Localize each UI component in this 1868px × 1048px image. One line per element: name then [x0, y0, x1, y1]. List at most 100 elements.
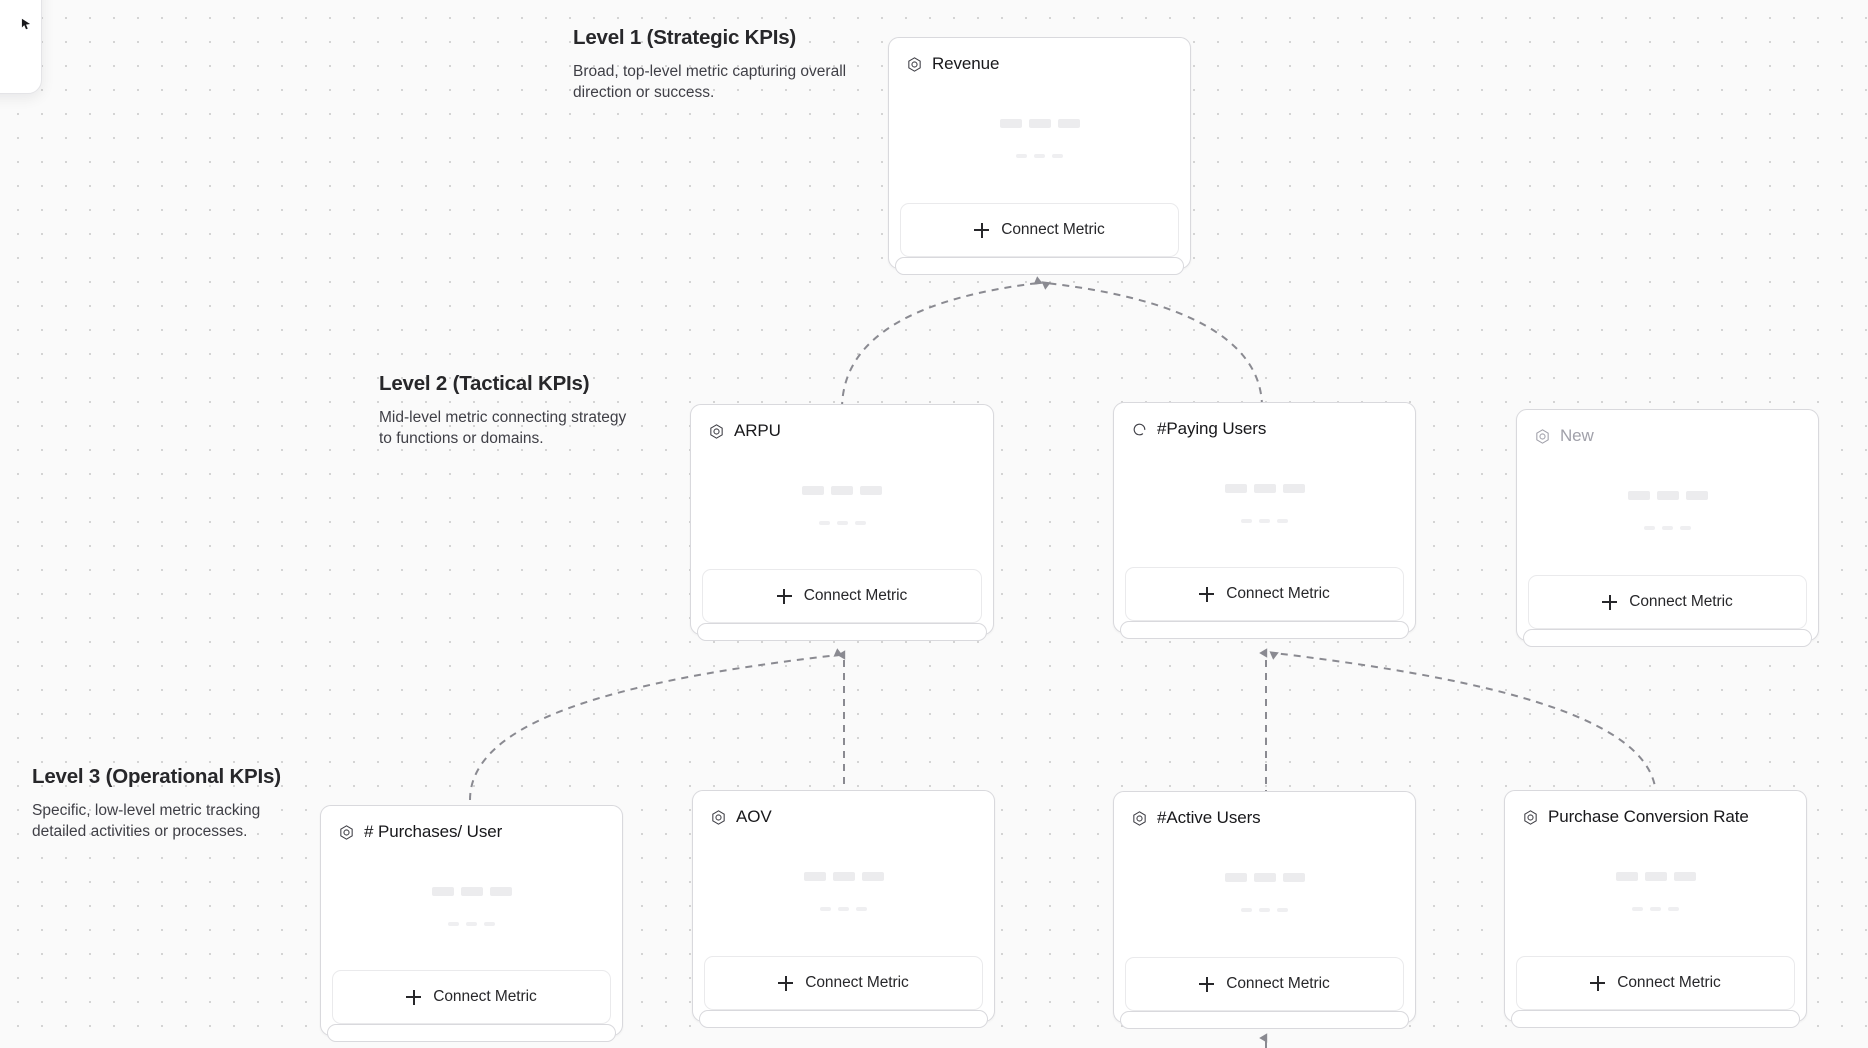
connect-metric-label: Connect Metric: [803, 587, 908, 604]
connect-metric-button[interactable]: Connect Metric: [900, 203, 1179, 257]
metric-card-paying-users[interactable]: #Paying Users Connect Metric: [1113, 402, 1416, 639]
level-3-label-group: Level 3 (Operational KPIs) Specific, low…: [32, 765, 287, 843]
card-header: Purchase Conversion Rate: [1505, 791, 1806, 827]
hexagon-metric-icon: [906, 56, 923, 73]
hexagon-metric-icon: [708, 423, 725, 440]
connect-metric-label: Connect Metric: [433, 988, 537, 1005]
skeleton-bar: [484, 921, 495, 926]
metric-card-purchases-per-user[interactable]: # Purchases/ User Connect Metric: [320, 805, 623, 1042]
skeleton-bar: [1224, 873, 1247, 882]
skeleton-bar: [466, 921, 477, 926]
metric-card-arpu[interactable]: ARPU Connect Metric: [690, 404, 994, 641]
skeleton-row-primary: [999, 119, 1080, 128]
card-header: New: [1517, 410, 1818, 446]
skeleton-row-secondary: [1016, 154, 1063, 158]
skeleton-bar: [1662, 526, 1673, 530]
level-3-title: Level 3 (Operational KPIs): [32, 765, 281, 788]
skeleton-bar: [854, 520, 866, 525]
skeleton-row-primary: [1224, 483, 1305, 493]
connect-metric-label: Connect Metric: [1226, 975, 1330, 992]
skeleton-bar: [1615, 872, 1638, 881]
skeleton-bar: [1656, 491, 1679, 500]
skeleton-bar: [831, 485, 853, 495]
edge-purchases-per-user-to-arpu: [469, 648, 843, 801]
connect-metric-label: Connect Metric: [1617, 974, 1721, 991]
skeleton-row-primary: [803, 872, 884, 881]
skeleton-row-primary: [802, 485, 882, 495]
metric-card-revenue[interactable]: Revenue Connect Metric: [888, 37, 1191, 275]
skeleton-row-primary: [1615, 872, 1696, 881]
connect-metric-button[interactable]: Connect Metric: [1125, 957, 1404, 1011]
skeleton-bar: [802, 485, 824, 495]
edge-paying-users-to-revenue: [1041, 281, 1263, 408]
skeleton-bar: [1253, 483, 1276, 493]
connect-metric-label: Connect Metric: [805, 974, 909, 991]
skeleton-bar: [856, 907, 867, 911]
metric-card-aov[interactable]: AOV Connect Metric: [692, 790, 995, 1028]
skeleton-bar: [860, 485, 882, 495]
card-header: Revenue: [889, 38, 1190, 74]
skeleton-bar: [1057, 119, 1080, 128]
skeleton-bar: [1241, 518, 1252, 523]
skeleton-row-primary: [1224, 873, 1305, 882]
plus-icon: [1602, 594, 1618, 610]
skeleton-row-secondary: [818, 520, 866, 525]
metric-card-active-users[interactable]: #Active Users Connect Metric: [1113, 791, 1416, 1029]
skeleton-bar: [1644, 526, 1655, 530]
plus-icon: [1199, 586, 1215, 602]
hexagon-metric-icon: [1534, 428, 1551, 445]
plus-icon: [1590, 975, 1606, 991]
connect-metric-button[interactable]: Connect Metric: [704, 956, 983, 1010]
skeleton-bar: [460, 886, 483, 896]
level-2-title: Level 2 (Tactical KPIs): [379, 372, 590, 395]
skeleton-bar: [1680, 526, 1691, 530]
metric-card-purchase-conversion-rate[interactable]: Purchase Conversion Rate Connect Metric: [1504, 790, 1807, 1028]
skeleton-bar: [999, 119, 1022, 128]
hexagon-metric-icon: [1131, 810, 1148, 827]
card-title: ARPU: [734, 421, 781, 440]
level-2-description: Mid-level metric connecting strategy to …: [379, 409, 627, 448]
skeleton-bar: [448, 921, 459, 926]
connect-metric-button[interactable]: Connect Metric: [1528, 575, 1807, 629]
skeleton-bar: [861, 872, 884, 881]
floating-toolbar-panel[interactable]: [0, 0, 42, 94]
plus-icon: [1199, 976, 1215, 992]
card-skeleton-body: [1114, 439, 1415, 567]
skeleton-bar: [1277, 908, 1288, 912]
level-1-description: Broad, top-level metric capturing overal…: [573, 63, 847, 102]
skeleton-bar: [1673, 872, 1696, 881]
skeleton-row-primary: [1627, 491, 1708, 500]
connect-metric-label: Connect Metric: [1629, 593, 1733, 610]
connect-metric-button[interactable]: Connect Metric: [1516, 956, 1795, 1010]
skeleton-bar: [1052, 154, 1063, 158]
level-3-description: Specific, low-level metric tracking deta…: [32, 802, 261, 841]
skeleton-bar: [1632, 907, 1643, 911]
skeleton-bar: [1282, 873, 1305, 882]
connect-metric-button[interactable]: Connect Metric: [702, 569, 982, 623]
metric-card-new[interactable]: New Connect Metric: [1516, 409, 1819, 647]
connect-metric-button[interactable]: Connect Metric: [1125, 567, 1404, 621]
card-title: # Purchases/ User: [364, 822, 503, 841]
skeleton-bar: [832, 872, 855, 881]
skeleton-row-secondary: [1644, 526, 1691, 530]
card-title: AOV: [736, 807, 772, 826]
card-skeleton-body: [321, 842, 622, 970]
plus-icon: [778, 975, 794, 991]
skeleton-bar: [1282, 483, 1305, 493]
connect-metric-button[interactable]: Connect Metric: [332, 970, 611, 1024]
skeleton-bar: [1224, 483, 1247, 493]
level-2-label-group: Level 2 (Tactical KPIs) Mid-level metric…: [379, 372, 629, 450]
connect-metric-label: Connect Metric: [1226, 585, 1330, 602]
hexagon-metric-icon: [710, 809, 727, 826]
card-header: ARPU: [691, 405, 993, 441]
card-header: #Paying Users: [1114, 403, 1415, 439]
skeleton-bar: [1644, 872, 1667, 881]
plus-icon: [974, 222, 990, 238]
skeleton-bar: [836, 520, 848, 525]
skeleton-bar: [1650, 907, 1661, 911]
plus-icon: [406, 989, 422, 1005]
skeleton-bar: [489, 886, 512, 896]
skeleton-bar: [1241, 908, 1252, 912]
card-skeleton-body: [889, 74, 1190, 203]
